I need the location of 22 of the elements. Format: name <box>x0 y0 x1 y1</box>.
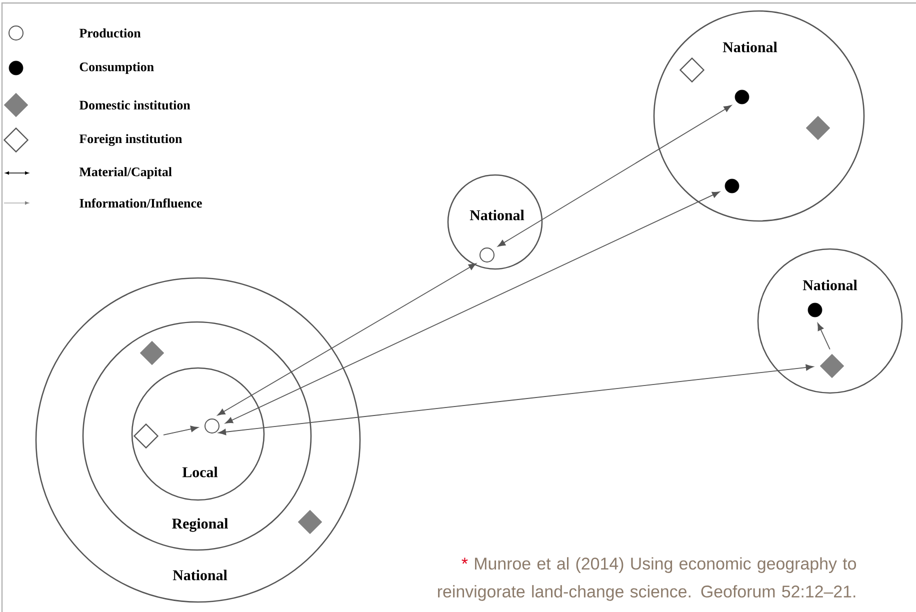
flow-arrow <box>217 263 476 416</box>
legend-text: Information/Influence <box>80 198 202 208</box>
citation-text: * Munroe et al (2014) Using economic geography to reinvigorate land-change science. Geoforum 52:12–21. <box>438 557 856 601</box>
point-circle <box>808 302 822 318</box>
institution-diamond <box>140 340 164 366</box>
institution-diamond <box>806 116 830 140</box>
legend-text: Domestic institution <box>79 100 190 110</box>
legend-text: Material/Capital <box>79 167 172 179</box>
institution-diamond <box>298 510 322 534</box>
flow-arrow <box>817 322 830 350</box>
point-circle <box>204 418 220 434</box>
flow-arrow <box>225 191 720 424</box>
flow-arrow <box>163 426 198 436</box>
point-circle <box>734 90 750 104</box>
institution-diamond <box>820 354 844 378</box>
legend-text: Consumption <box>80 62 154 74</box>
legend-text: Foreign institution <box>79 134 182 146</box>
legend-text: Production <box>79 28 141 38</box>
point-circle <box>724 178 740 194</box>
flow-arrow <box>218 364 814 436</box>
point-circle <box>480 248 494 262</box>
flow-arrow <box>498 105 732 247</box>
